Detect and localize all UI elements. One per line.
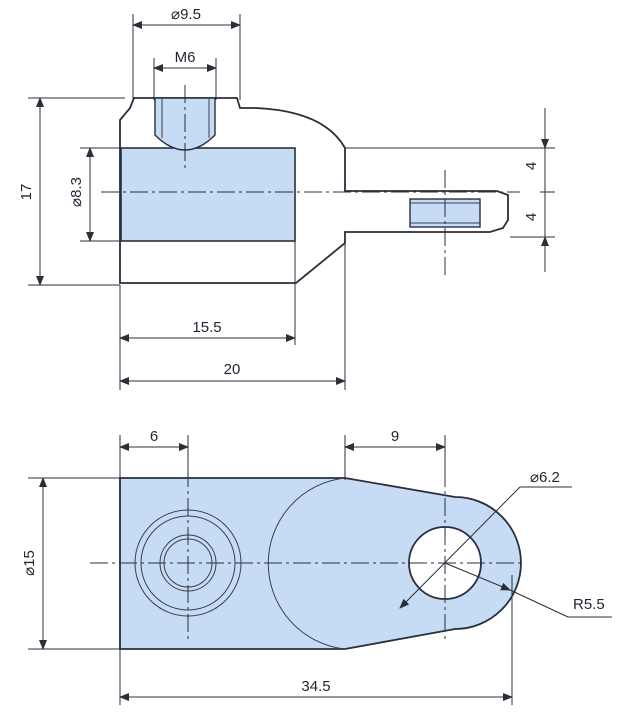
dim-height: 17	[18, 184, 35, 201]
dim-hole-offset: 6	[150, 428, 158, 445]
dim-width: ⌀15	[21, 550, 38, 576]
dim-overall-length: 34.5	[301, 678, 330, 695]
dim-thread: M6	[175, 49, 196, 66]
dim-bore-diameter: ⌀8.3	[68, 177, 85, 207]
dim-body-length: 20	[224, 361, 241, 378]
bore-cavity	[120, 147, 296, 242]
section-body	[119, 97, 509, 284]
section-view: ⌀9.5 M6 17 ⌀8.3 4 4 15.5 20	[18, 6, 555, 390]
dim-tab-upper: 4	[523, 162, 540, 170]
dim-bore-outer: ⌀9.5	[171, 6, 201, 23]
dim-bore-depth: 15.5	[192, 319, 221, 336]
plan-view: 6 9 ⌀6.2 ⌀15 R5.5 34.5	[21, 428, 612, 705]
dim-hole-diameter: ⌀6.2	[530, 469, 560, 486]
dim-eye-radius: R5.5	[573, 596, 605, 613]
dim-tab-lower: 4	[523, 213, 540, 221]
dim-eye-offset: 9	[391, 428, 399, 445]
